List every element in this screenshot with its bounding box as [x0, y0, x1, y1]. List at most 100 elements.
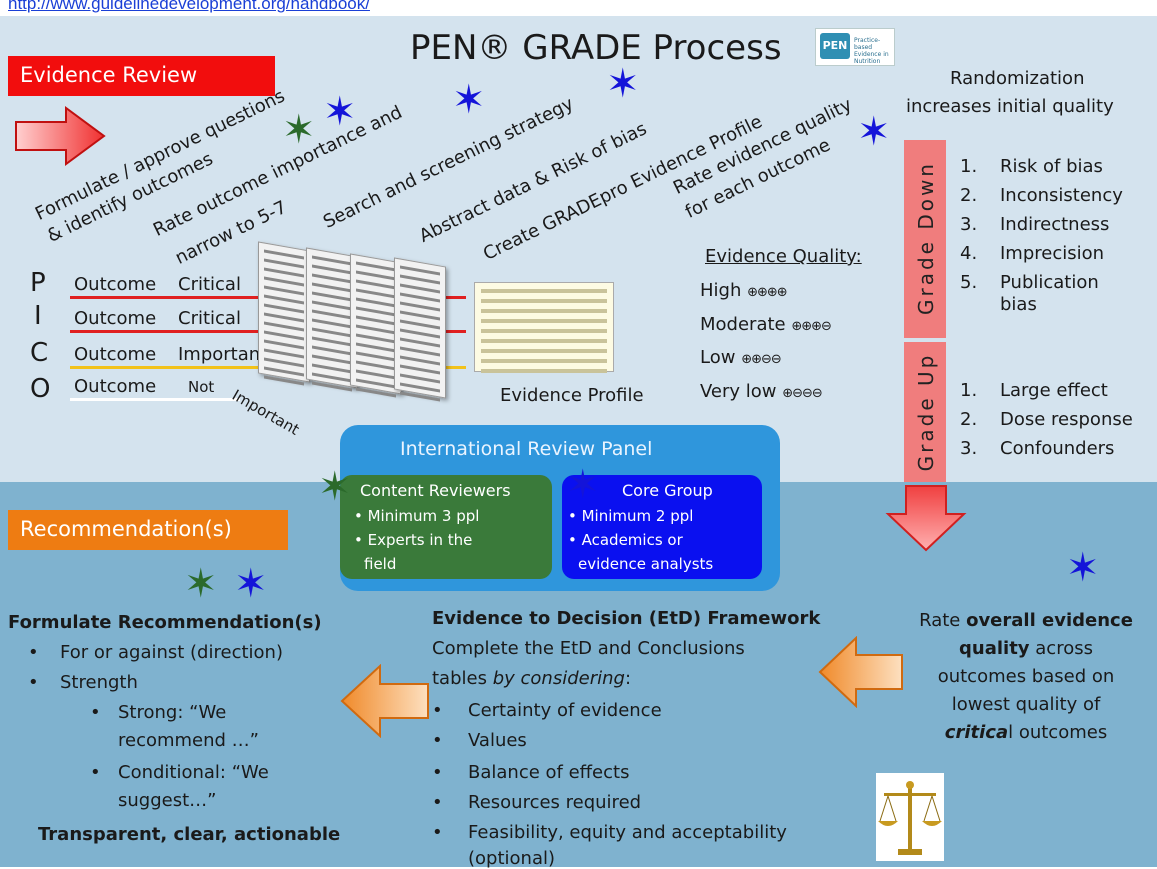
bullet: • — [432, 822, 443, 843]
pico-i: I — [34, 301, 42, 331]
green-star-icon: ✶ — [318, 464, 352, 510]
outcome-label: Outcome — [74, 376, 157, 397]
strength-strong-cont: recommend …” — [118, 730, 260, 751]
blue-star-icon: ✶ — [1066, 545, 1100, 591]
etd-line2: tables by considering: — [432, 668, 632, 689]
evidence-review-banner: Evidence Review — [8, 56, 275, 96]
quality-label: High — [700, 280, 742, 301]
outcome-label: Outcome — [74, 274, 157, 295]
blue-star-icon: ✶ — [234, 561, 268, 607]
evidence-quality-heading: Evidence Quality: — [705, 246, 862, 267]
grade-up-item: 3.Confounders — [960, 438, 1115, 459]
etd-line1: Complete the EtD and Conclusions — [432, 638, 745, 659]
grade-up-item: 1.Large effect — [960, 380, 1108, 401]
etd-title: Evidence to Decision (EtD) Framework — [432, 608, 821, 629]
quality-level: High ⊕⊕⊕⊕ — [700, 280, 788, 301]
bullet: • — [28, 642, 39, 663]
etd-item: Values — [468, 730, 527, 751]
pen-logo: PEN Practice-based Evidence in Nutrition — [815, 28, 895, 66]
quality-label: Moderate — [700, 314, 786, 335]
quality-label: Low — [700, 347, 736, 368]
pico-o: O — [30, 374, 51, 404]
quality-label: Very low — [700, 381, 777, 402]
randomization-line1: Randomization — [950, 68, 1085, 89]
blue-star-icon: ✶ — [452, 77, 486, 123]
randomization-line2: increases initial quality — [906, 96, 1114, 117]
bullet: • — [432, 700, 443, 721]
quality-level: Very low ⊕⊖⊖⊖ — [700, 381, 823, 402]
quality-level: Low ⊕⊕⊖⊖ — [700, 347, 782, 368]
blue-star-icon: ✶ — [566, 462, 600, 508]
bullet: • — [432, 730, 443, 751]
study-document-icon — [258, 241, 310, 386]
bullet: • — [28, 672, 39, 693]
green-star-icon: ✶ — [184, 561, 218, 607]
grade-up-list: 1.Large effect 2.Dose response 3.Confoun… — [960, 376, 1133, 463]
etd-item: Resources required — [468, 792, 642, 813]
etd-item: Balance of effects — [468, 762, 630, 783]
handbook-link[interactable]: http://www.guidelinedevelopment.org/hand… — [8, 0, 370, 13]
page-title: PEN® GRADE Process — [410, 28, 782, 68]
grade-down-label: Grade Down — [914, 161, 938, 316]
content-reviewers-item: • Experts in the — [354, 531, 473, 549]
content-reviewers-box: Content Reviewers • Minimum 3 ppl • Expe… — [340, 475, 552, 579]
overall-line4: lowest quality of — [951, 694, 1101, 715]
pen-logo-text: Practice-based Evidence in Nutrition — [854, 37, 889, 65]
orange-left-arrow-icon — [818, 636, 903, 708]
etd-item-cont: (optional) — [468, 848, 555, 869]
pico-p: P — [30, 268, 46, 298]
formulate-rec-strength: Strength — [60, 672, 138, 693]
recommendation-banner: Recommendation(s) — [8, 510, 288, 550]
quality-symbols: ⊕⊖⊖⊖ — [782, 386, 823, 401]
outcome-label: Outcome — [74, 344, 157, 365]
scales-of-justice-icon — [876, 773, 944, 861]
grade-down-list: 1.Risk of bias 2.Inconsistency 3.Indirec… — [960, 152, 1123, 316]
quality-level: Moderate ⊕⊕⊕⊖ — [700, 314, 832, 335]
quality-symbols: ⊕⊕⊖⊖ — [741, 352, 782, 367]
core-group-item: • Academics or — [568, 531, 683, 549]
grade-down-bar: Grade Down — [904, 140, 946, 338]
grade-up-item: 2.Dose response — [960, 409, 1133, 430]
grade-down-item-cont: bias — [1000, 294, 1037, 315]
green-star-icon: ✶ — [282, 107, 316, 153]
down-arrow-icon — [885, 485, 967, 552]
pico-c: C — [30, 338, 49, 368]
overall-line1: Rate overall evidence — [919, 610, 1133, 631]
grade-up-bar: Grade Up — [904, 342, 946, 482]
overall-line5: critical outcomes — [944, 722, 1108, 743]
orange-left-arrow-icon — [340, 664, 429, 738]
quality-symbols: ⊕⊕⊕⊖ — [791, 319, 832, 334]
red-arrow-icon — [15, 106, 106, 166]
formulate-rec-footer: Transparent, clear, actionable — [38, 824, 341, 845]
outcome-importance: Critical — [178, 308, 241, 329]
content-reviewers-title: Content Reviewers — [360, 481, 511, 500]
grade-up-label: Grade Up — [914, 352, 938, 472]
blue-star-icon: ✶ — [857, 109, 891, 155]
core-group-box: Core Group • Minimum 2 ppl • Academics o… — [562, 475, 762, 579]
outcome-importance: Critical — [178, 274, 241, 295]
grade-down-item: 5.Publication — [960, 272, 1099, 293]
content-reviewers-item: field — [364, 555, 397, 573]
outcome-line-not-important — [70, 398, 240, 401]
bullet: • — [432, 762, 443, 783]
strength-conditional: Conditional: “We — [118, 762, 269, 783]
blue-star-icon: ✶ — [323, 89, 357, 135]
content-reviewers-item: • Minimum 3 ppl — [354, 507, 480, 525]
outcome-importance: Important — [178, 344, 268, 365]
pen-logo-mark: PEN — [820, 33, 850, 59]
bullet: • — [432, 792, 443, 813]
core-group-item: • Minimum 2 ppl — [568, 507, 694, 525]
blue-star-icon: ✶ — [606, 61, 640, 107]
overall-line3: outcomes based on — [937, 666, 1115, 687]
etd-item: Feasibility, equity and acceptability — [468, 822, 787, 843]
quality-symbols: ⊕⊕⊕⊕ — [747, 285, 788, 300]
bullet: • — [90, 702, 101, 723]
strength-strong: Strong: “We — [118, 702, 227, 723]
grade-down-item: 2.Inconsistency — [960, 185, 1123, 206]
core-group-title: Core Group — [622, 481, 713, 500]
panel-title: International Review Panel — [400, 438, 653, 460]
etd-item: Certainty of evidence — [468, 700, 662, 721]
grade-down-item: 3.Indirectness — [960, 214, 1110, 235]
grade-down-item: 1.Risk of bias — [960, 156, 1103, 177]
grade-down-item: 4.Imprecision — [960, 243, 1105, 264]
